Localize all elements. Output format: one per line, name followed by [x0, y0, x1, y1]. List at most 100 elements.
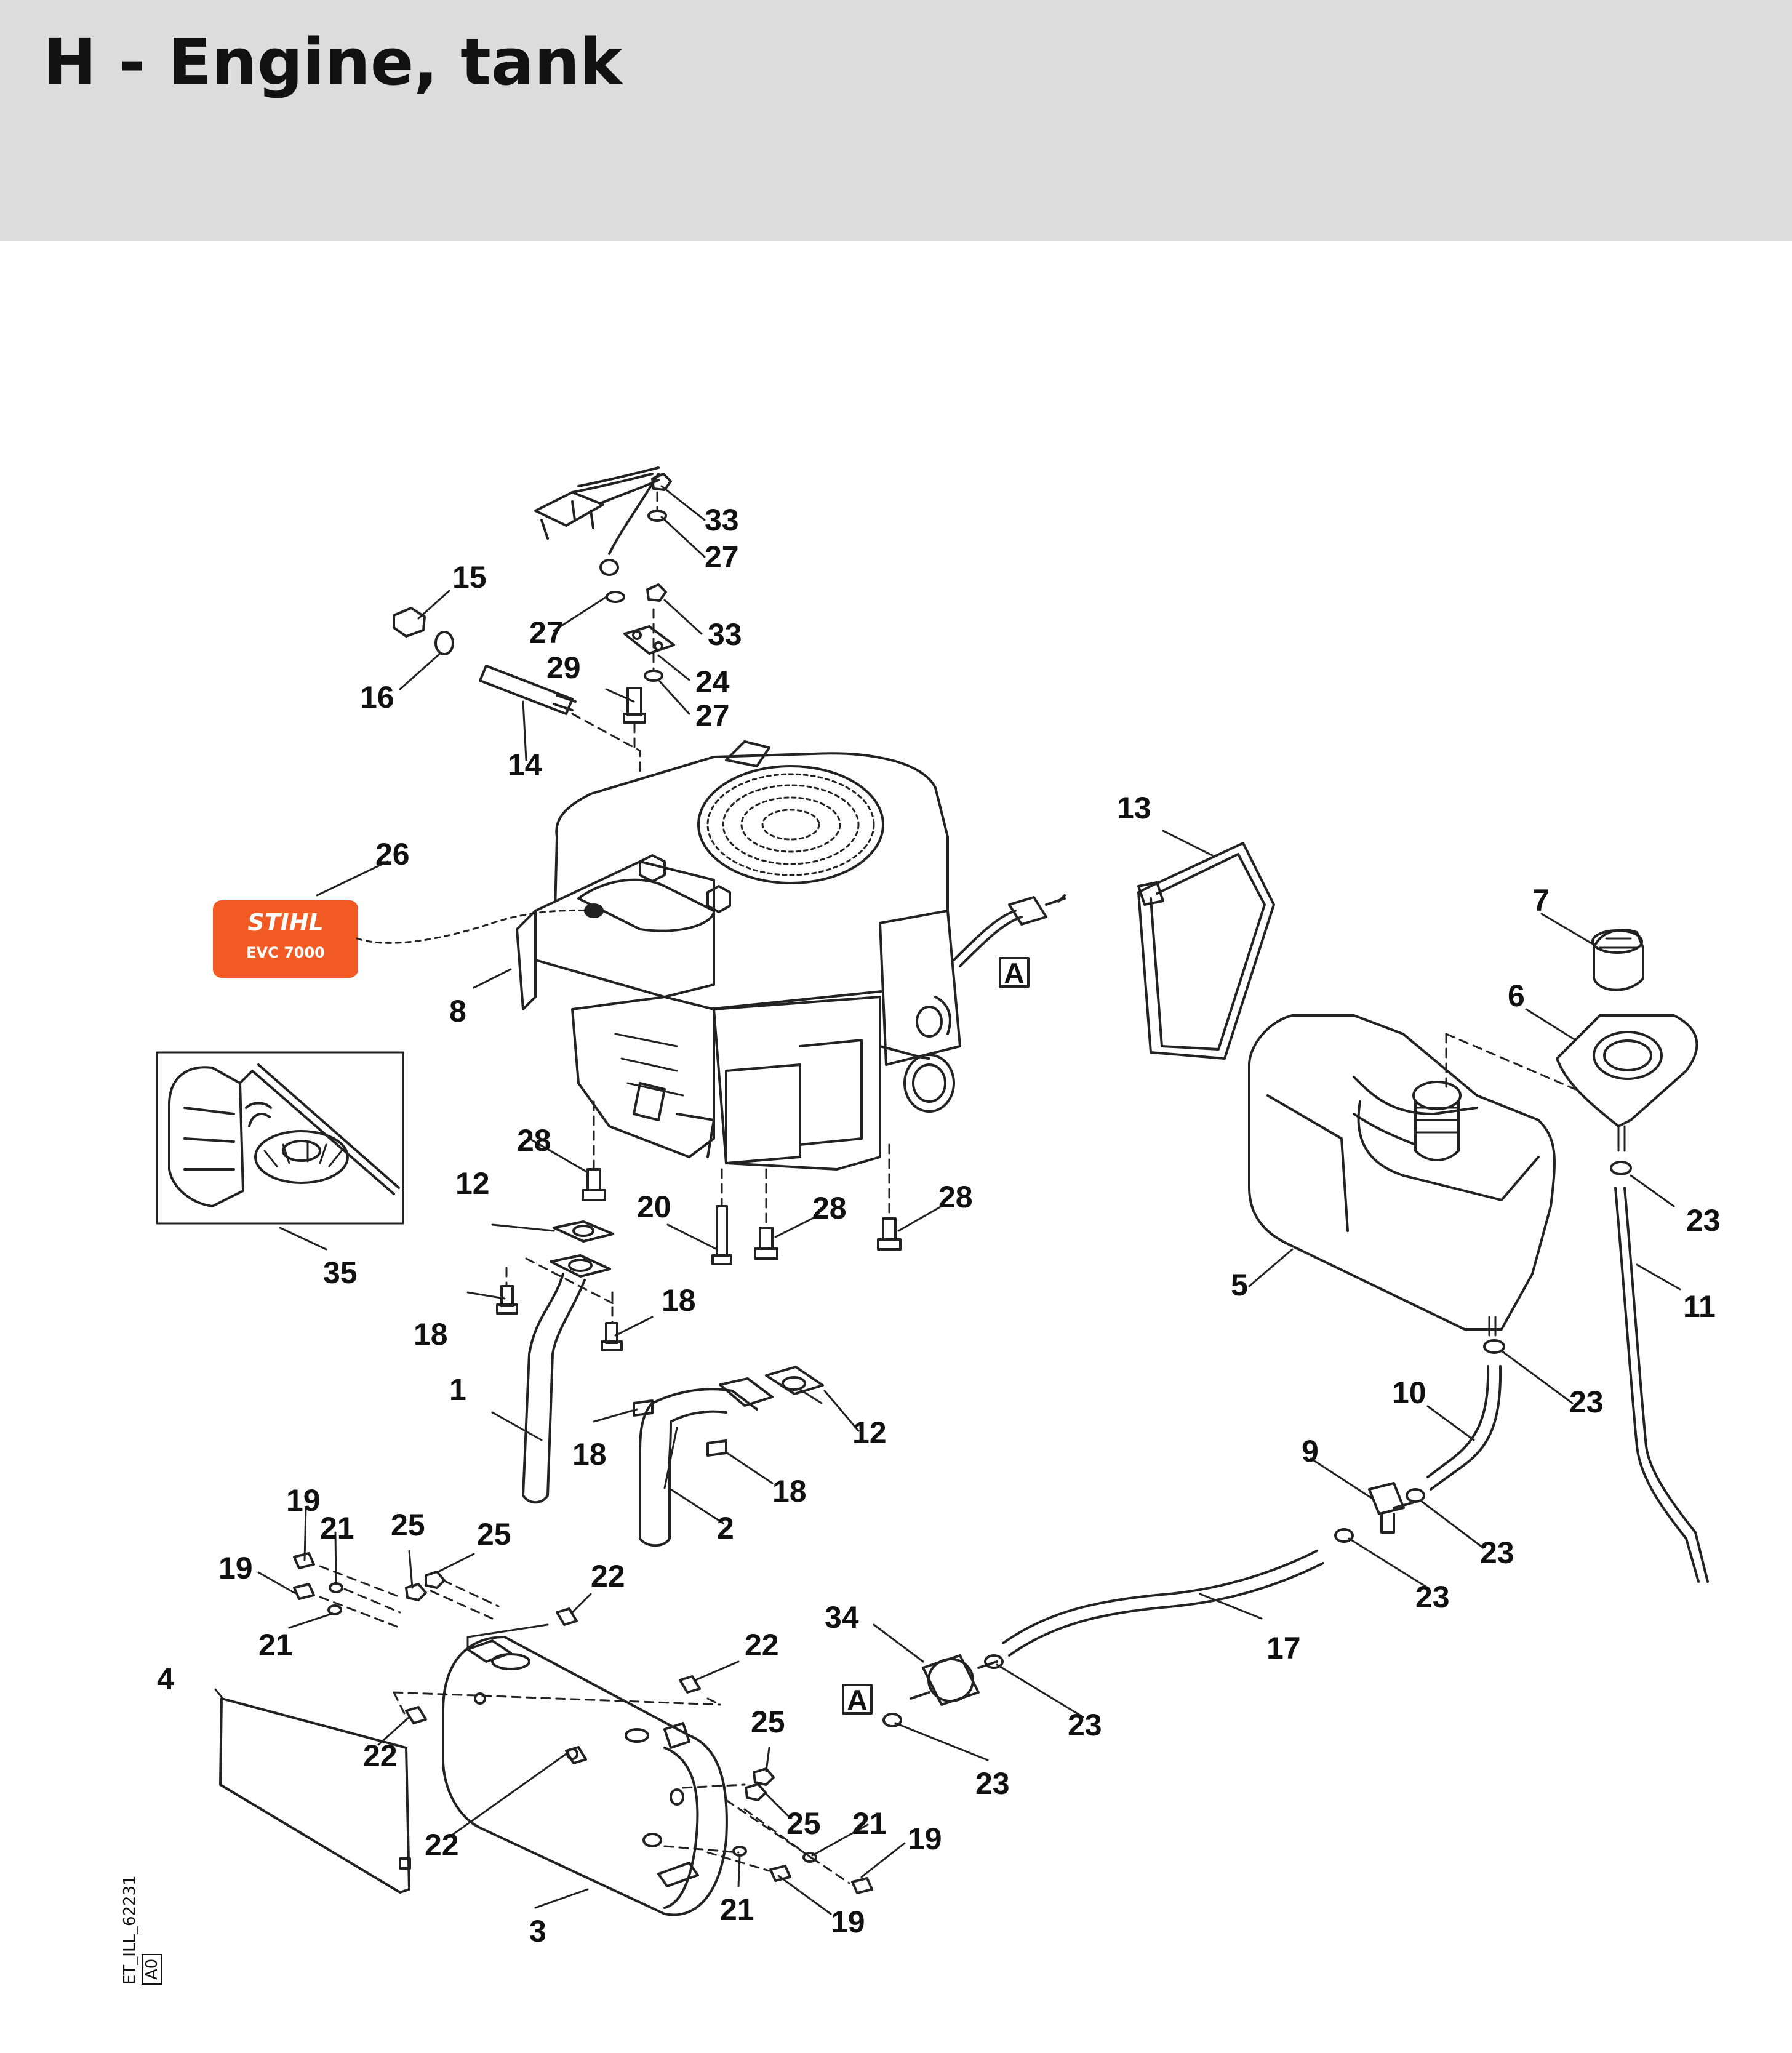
callout-18-b: 18 [662, 1283, 696, 1318]
bolt-22-c [405, 1706, 427, 1724]
callout-23-b: 23 [1569, 1385, 1604, 1419]
o-ring-16 [434, 631, 454, 655]
callout-27-low: 27 [695, 698, 730, 733]
tank-frame-13 [1137, 842, 1275, 1060]
exhaust-pipe-2 [639, 1377, 774, 1547]
reference-letter-a-1: A [1004, 957, 1024, 989]
dipstick-tube-14 [479, 665, 577, 715]
engine-8 [516, 740, 1066, 1171]
callout-23-a: 23 [1686, 1203, 1721, 1238]
callout-1: 1 [449, 1372, 466, 1407]
bolt-28-c [877, 1217, 902, 1251]
callout-21-c: 21 [852, 1806, 887, 1841]
callout-4: 4 [157, 1662, 174, 1696]
nut-25-a [405, 1583, 427, 1601]
drawing-id: ET_ILL_62231 [121, 1875, 139, 1985]
callout-21-b: 21 [258, 1628, 293, 1662]
callouts: 33 27 15 27 33 29 24 27 16 14 13 26 7 8 … [157, 503, 1721, 1948]
callout-28-a: 28 [517, 1123, 551, 1158]
clamp-23-b [1483, 1339, 1505, 1354]
callout-22-c: 22 [363, 1739, 398, 1773]
callout-19-d: 19 [831, 1905, 865, 1939]
clamp-23-d [1334, 1528, 1354, 1543]
washer-27-low [644, 670, 663, 682]
callout-12-right: 12 [852, 1415, 887, 1450]
callout-25-a: 25 [391, 1508, 425, 1542]
detail-box-35 [156, 1051, 404, 1225]
callout-21-d: 21 [720, 1892, 754, 1927]
clamp-23-c [1406, 1488, 1425, 1503]
clamp-23-a [1610, 1161, 1632, 1175]
gasket-12-right [765, 1366, 824, 1395]
callout-16: 16 [360, 680, 394, 714]
reference-letter-a-2: A [847, 1684, 867, 1716]
exhaust-pipe-1 [522, 1254, 611, 1504]
bolt-19-d [769, 1865, 791, 1882]
washer-21-b [327, 1604, 342, 1615]
callout-28-b: 28 [812, 1191, 847, 1225]
callout-23-d: 23 [1415, 1580, 1450, 1614]
bolt-22-d [565, 1746, 587, 1764]
header-band [0, 0, 1792, 241]
washer-21-d [732, 1846, 747, 1857]
callout-19-a: 19 [286, 1483, 321, 1518]
clamp-23-f [882, 1713, 902, 1727]
callout-22-b: 22 [745, 1628, 779, 1662]
washer-21-a [329, 1582, 343, 1593]
callout-13: 13 [1117, 791, 1151, 825]
callout-25-b: 25 [477, 1517, 511, 1551]
nut-33-mid [646, 583, 667, 602]
callout-22-d: 22 [425, 1828, 459, 1862]
callout-18-d: 18 [772, 1474, 807, 1508]
bolt-28-b [754, 1227, 778, 1260]
callout-19-c: 19 [908, 1822, 942, 1856]
bolt-18-a [496, 1285, 518, 1315]
callout-8: 8 [449, 994, 466, 1028]
callout-24: 24 [695, 665, 730, 699]
clamp-23-e [984, 1654, 1004, 1669]
decal-model: EVC 7000 [246, 944, 325, 961]
bracket-24 [623, 625, 675, 655]
callout-23-c: 23 [1480, 1535, 1514, 1570]
drawing-revision: A0 [142, 1953, 162, 1985]
callout-23-e: 23 [1068, 1708, 1102, 1742]
callout-15: 15 [452, 560, 487, 594]
fuel-filter-34 [910, 1654, 998, 1706]
callout-6: 6 [1508, 978, 1525, 1013]
hose-17 [1002, 1550, 1324, 1657]
decal-brand: STIHL [247, 909, 323, 936]
callout-23-f: 23 [975, 1766, 1010, 1801]
callout-33-mid: 33 [708, 617, 742, 652]
fuel-cap-7 [1591, 929, 1644, 991]
callout-20: 20 [637, 1190, 671, 1224]
callout-3: 3 [529, 1914, 546, 1948]
page-title: H - Engine, tank [43, 25, 623, 100]
callout-29: 29 [546, 650, 581, 685]
nut-25-c [753, 1767, 775, 1786]
callout-25-c: 25 [751, 1705, 785, 1739]
nut-25-d [745, 1783, 767, 1801]
bolt-28-a [582, 1168, 606, 1201]
fuel-tank-5 [1248, 1014, 1556, 1337]
wiring-harness [534, 466, 660, 576]
callout-27-top: 27 [705, 540, 739, 574]
bolt-29 [623, 687, 646, 724]
callout-17: 17 [1266, 1631, 1301, 1665]
nut-25-b [425, 1571, 446, 1589]
washer-21-c [802, 1852, 817, 1863]
callout-25-d: 25 [786, 1806, 821, 1841]
decal-26 [213, 900, 595, 978]
callout-18-a: 18 [414, 1317, 448, 1351]
callout-22-a: 22 [591, 1559, 625, 1593]
callout-34: 34 [825, 1600, 859, 1635]
callout-10: 10 [1392, 1375, 1426, 1410]
bolt-18-c [633, 1399, 654, 1417]
bolt-19-c [851, 1877, 873, 1894]
callout-5: 5 [1231, 1268, 1248, 1302]
callout-33-top: 33 [705, 503, 739, 537]
callout-18-c: 18 [572, 1437, 607, 1471]
callout-26: 26 [375, 837, 410, 871]
bolt-20 [711, 1205, 732, 1265]
nut-33-top [651, 473, 672, 491]
